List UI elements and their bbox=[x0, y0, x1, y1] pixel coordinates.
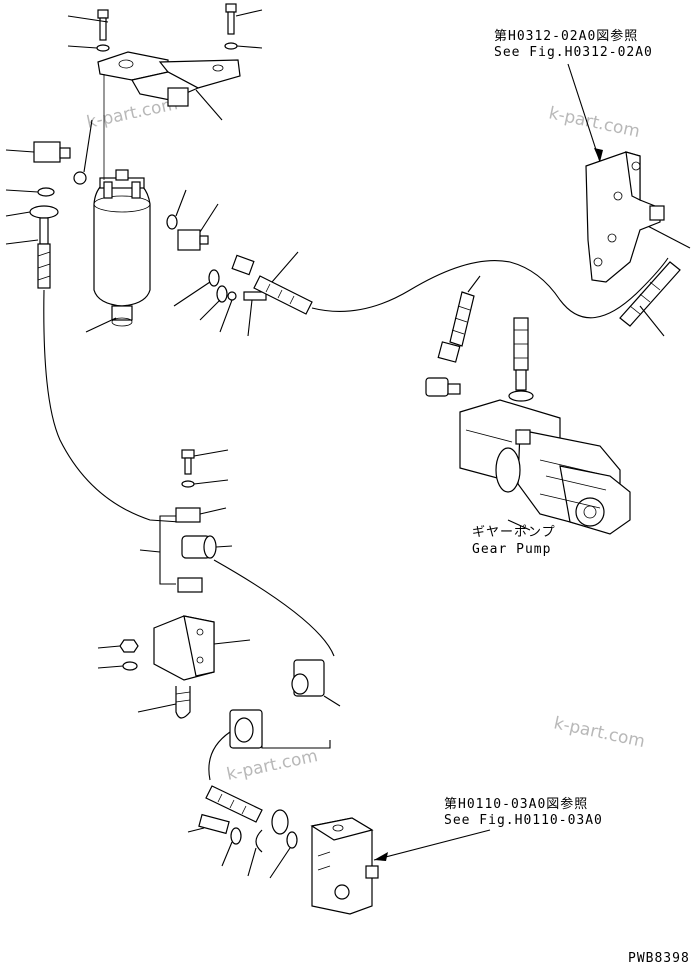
top-bolt-right bbox=[225, 3, 263, 35]
pump-hose-left bbox=[437, 275, 481, 363]
ref-bottom-arrowhead bbox=[374, 852, 388, 861]
engine-bracket bbox=[585, 151, 665, 283]
selector-valve bbox=[310, 817, 379, 915]
top-bolt-left bbox=[67, 9, 109, 41]
top-washer-left bbox=[67, 44, 110, 52]
pump-hose-right bbox=[508, 317, 534, 402]
ref-top-en: See Fig.H0312-02A0 bbox=[494, 45, 653, 60]
lower-clamp-left bbox=[229, 709, 263, 749]
hose-end-right bbox=[619, 221, 691, 337]
u-bolt bbox=[137, 686, 191, 719]
ref-bottom-en: See Fig.H0110-03A0 bbox=[444, 813, 603, 828]
washer-left bbox=[97, 661, 138, 671]
gear-pump-body bbox=[459, 399, 631, 535]
watermark-3: k-part.com bbox=[552, 713, 647, 752]
clamp-mount-bracket bbox=[153, 615, 251, 681]
small-o-ring-mid bbox=[166, 189, 187, 230]
o-ring-mid-lower bbox=[173, 269, 220, 307]
ref-top-arrowhead bbox=[594, 148, 603, 162]
gear-pump-label-en: Gear Pump bbox=[472, 542, 551, 557]
watermark-4: k-part.com bbox=[225, 746, 320, 785]
ref-bottom-jp: 第H0110-03A0図参照 bbox=[444, 796, 588, 812]
lower-clamp-right bbox=[291, 659, 325, 697]
rubber-grommet bbox=[181, 535, 233, 559]
middle-bolt bbox=[181, 449, 229, 475]
nut-left bbox=[97, 639, 139, 653]
drawing-number: PWB8398 bbox=[628, 951, 690, 966]
ref-bottom-leader bbox=[373, 829, 491, 861]
hose-middle-run bbox=[213, 559, 335, 657]
washer-lower bbox=[221, 827, 242, 867]
middle-washer bbox=[181, 479, 229, 488]
gear-pump-leader bbox=[507, 519, 531, 531]
pump-elbow-fitting bbox=[425, 377, 461, 397]
clamp-lower bbox=[177, 577, 203, 593]
lower-clamp-bracket bbox=[261, 695, 341, 749]
ref-top-leader bbox=[567, 63, 601, 163]
banjo-bolt-mid bbox=[199, 285, 267, 337]
banjo-bolt-lower bbox=[187, 813, 230, 835]
clamp-group-bracket bbox=[139, 515, 176, 585]
clamp-upper bbox=[175, 507, 227, 523]
elbow-connector-mid bbox=[177, 203, 219, 251]
clip-lower bbox=[247, 829, 263, 877]
watermark-1: k-part.com bbox=[85, 94, 180, 133]
lower-hose-end bbox=[205, 785, 289, 835]
fuel-hose-upper bbox=[231, 251, 669, 319]
o-ring-top-left bbox=[73, 119, 93, 185]
watermark-2: k-part.com bbox=[547, 103, 642, 142]
filter-bracket bbox=[97, 51, 241, 121]
hose-lower-run bbox=[208, 731, 231, 781]
ref-top-jp: 第H0312-02A0図参照 bbox=[494, 28, 638, 44]
fuel-hose-long bbox=[43, 289, 181, 523]
fuel-filter bbox=[85, 169, 151, 333]
hose-fitting-left bbox=[5, 205, 59, 289]
o-ring-lower bbox=[269, 831, 298, 879]
top-washer-right bbox=[224, 42, 263, 50]
sensor-connector bbox=[5, 141, 71, 163]
o-ring-small-left bbox=[5, 187, 55, 197]
gear-pump-label-jp: ギヤーポンプ bbox=[472, 525, 556, 540]
